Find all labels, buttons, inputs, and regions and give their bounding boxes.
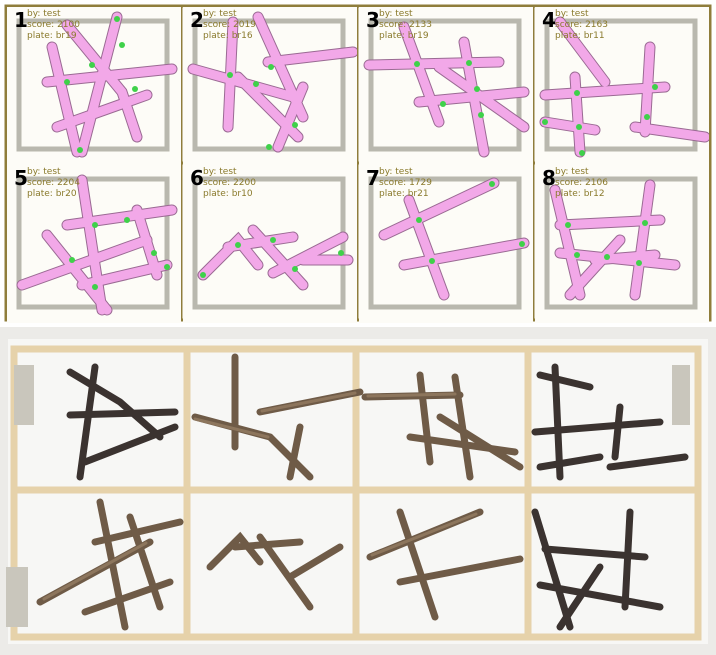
panel-3-plate: plate: br19 xyxy=(379,31,429,41)
panel-6-by: by: test xyxy=(203,167,237,177)
panel-6-score: score: 2200 xyxy=(203,178,256,188)
panel-8-score: score: 2106 xyxy=(555,178,608,188)
panel-3-sticks xyxy=(363,18,530,158)
panel-2-plate: plate: br16 xyxy=(203,31,253,41)
panel-3-by: by: test xyxy=(379,9,413,19)
panel-4-sticks xyxy=(539,16,709,158)
panel-5-number: 5 xyxy=(14,166,28,190)
panel-2-sticks xyxy=(187,11,357,153)
panel-3-score: score: 2133 xyxy=(379,20,432,30)
panel-1-by: by: test xyxy=(27,9,61,19)
panel-5-score: score: 2204 xyxy=(27,178,80,188)
panel-4-number: 4 xyxy=(542,8,556,32)
panel-3-number: 3 xyxy=(366,8,380,32)
panel-1-plate: plate: br19 xyxy=(27,31,77,41)
panel-8-number: 8 xyxy=(542,166,556,190)
panel-4-plate: plate: br11 xyxy=(555,31,605,41)
panel-4-score: score: 2163 xyxy=(555,20,608,30)
panel-7-plate: plate: br21 xyxy=(379,189,429,199)
panel-2-number: 2 xyxy=(190,8,204,32)
panel-7-number: 7 xyxy=(366,166,380,190)
panel-8-plate: plate: br12 xyxy=(555,189,605,199)
panel-5-sticks xyxy=(16,174,178,316)
panel-1-score: score: 2100 xyxy=(27,20,80,30)
panel-2-by: by: test xyxy=(203,9,237,19)
panel-7-sticks xyxy=(368,176,530,310)
tray-photo xyxy=(0,327,716,655)
tray-photo-drawing xyxy=(0,327,716,655)
panel-5-plate: plate: br20 xyxy=(27,189,77,199)
panel-2-score: score: 2019 xyxy=(203,20,256,30)
panel-7-score: score: 1729 xyxy=(379,178,432,188)
panel-8-by: by: test xyxy=(555,167,589,177)
panel-6-sticks xyxy=(192,176,354,310)
panel-4-by: by: test xyxy=(555,9,589,19)
panel-1-number: 1 xyxy=(14,8,28,32)
panel-6-number: 6 xyxy=(190,166,204,190)
panel-1-sticks xyxy=(16,11,178,158)
panel-5-by: by: test xyxy=(27,167,61,177)
panel-6-plate: plate: br10 xyxy=(203,189,253,199)
panel-7-by: by: test xyxy=(379,167,413,177)
panel-8-sticks xyxy=(544,176,698,310)
